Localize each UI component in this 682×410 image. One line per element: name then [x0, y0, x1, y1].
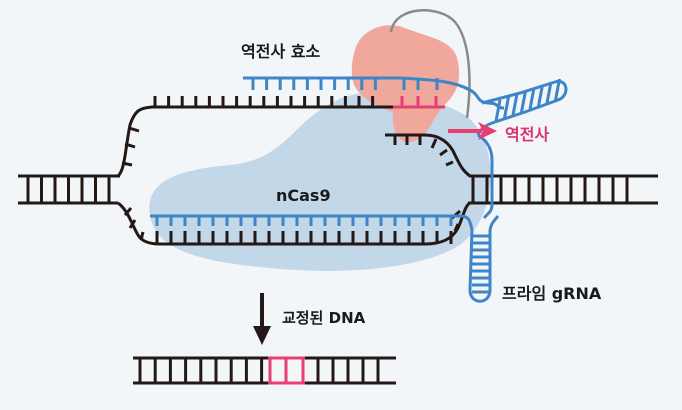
base-pair: [537, 84, 544, 107]
right-dna-duplex: [451, 176, 658, 232]
edited-dna-label: 교정된 DNA: [282, 309, 366, 327]
edited-bases: [268, 356, 305, 385]
grna-spacer: [150, 214, 474, 231]
left-dna-duplex: [18, 105, 471, 246]
target-strand-bases: [155, 231, 453, 244]
reverse-transcription-label: 역전사: [505, 125, 550, 144]
ncas9-label: nCas9: [276, 186, 331, 205]
edited-dna-duplex: [133, 356, 396, 385]
grna-scaffold: [468, 133, 500, 303]
frayed-bases-left: [121, 126, 145, 241]
base-pair: [494, 99, 502, 122]
base-pair: [528, 87, 536, 110]
down-arrow-icon: [253, 293, 271, 345]
prime-grna-label: 프라임 gRNA: [502, 284, 602, 303]
reverse-transcription-arrow: [448, 122, 497, 140]
base-pair: [503, 96, 510, 119]
reverse-transcriptase-label: 역전사 효소: [241, 42, 321, 61]
base-pair: [545, 81, 553, 104]
edited-flap-bases: [393, 96, 445, 109]
nicked-strand: [385, 133, 658, 178]
base-pair: [520, 90, 527, 113]
base-pair: [511, 93, 519, 116]
pegRNA-extension: [243, 76, 505, 110]
top-strand-bases: [153, 96, 375, 107]
tether-linker: [389, 9, 471, 119]
base-pair: [554, 78, 561, 101]
